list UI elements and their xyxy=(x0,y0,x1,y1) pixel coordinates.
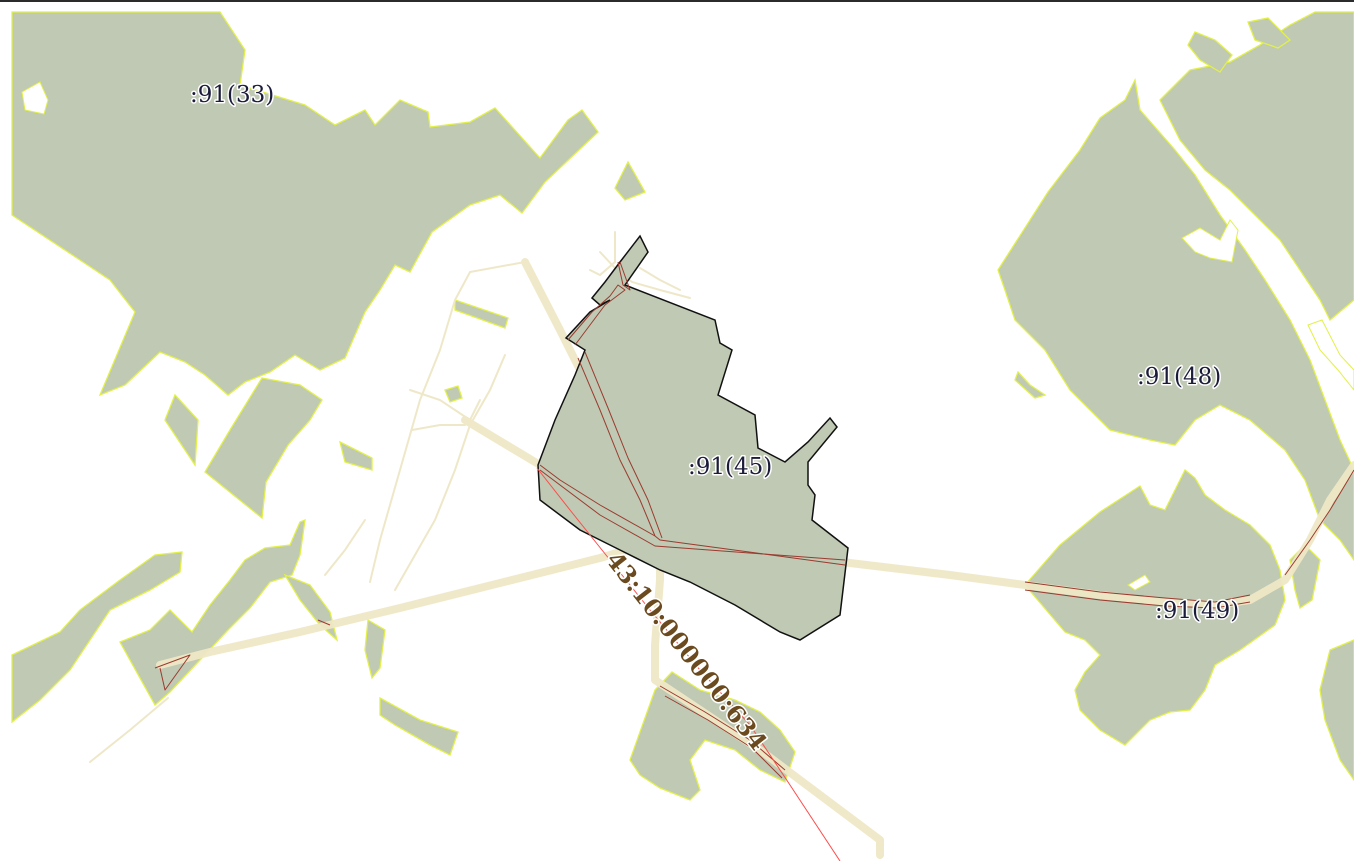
parcel-91-45[interactable] xyxy=(537,234,849,641)
parcel-strip-b[interactable] xyxy=(364,618,386,680)
label-parcel-91-48: :91(48) xyxy=(1137,364,1221,390)
parcel-hole-right-2 xyxy=(1307,319,1354,391)
cadastral-boundary-line xyxy=(536,467,841,861)
label-parcel-91-33: :91(33) xyxy=(190,82,274,108)
road-east-west xyxy=(156,461,1354,669)
selected-parcel-layer xyxy=(537,234,849,641)
parcel-bottom-left-2[interactable] xyxy=(119,518,306,707)
parcel-right-sliver[interactable] xyxy=(1014,370,1047,399)
label-parcel-91-45: :91(45) xyxy=(688,454,772,480)
parcel-91-48[interactable] xyxy=(997,77,1354,562)
parcel-left-sliver[interactable] xyxy=(164,393,199,467)
easement-east-a xyxy=(1024,581,1251,603)
parcel-91-33[interactable] xyxy=(11,11,599,397)
map-top-border xyxy=(0,0,1354,2)
land-parcels-layer xyxy=(11,11,1354,801)
parcel-right-bottom[interactable] xyxy=(1319,639,1354,782)
parcel-hole-right xyxy=(1181,219,1239,263)
minor-roads-layer xyxy=(89,231,691,763)
easement-west-strip xyxy=(317,619,331,626)
easement-west xyxy=(154,654,191,691)
parcel-hole xyxy=(21,81,49,115)
easement-diagonal xyxy=(539,464,846,566)
easement-diagonal-2 xyxy=(539,469,846,561)
parcel-small-a[interactable] xyxy=(454,299,509,329)
easement-north-b xyxy=(617,261,631,291)
parcel-small-c[interactable] xyxy=(339,440,373,471)
parcel-left-mid[interactable] xyxy=(204,377,323,520)
easement-north-d xyxy=(584,351,663,539)
easement-east-b xyxy=(1024,589,1251,609)
cadastral-lines-layer xyxy=(536,467,841,861)
easement-east-c xyxy=(1284,469,1354,576)
parcel-right-top-2[interactable] xyxy=(1187,31,1233,73)
label-parcel-91-49: :91(49) xyxy=(1155,598,1239,624)
parcel-right-top-3[interactable] xyxy=(1247,17,1292,49)
easement-north-c xyxy=(577,357,656,537)
easement-layer xyxy=(154,261,1354,779)
parcel-strip-c[interactable] xyxy=(379,696,459,756)
parcel-small-b[interactable] xyxy=(444,385,463,403)
parcel-bottom-left[interactable] xyxy=(11,551,183,724)
easement-bottom-2 xyxy=(664,695,783,779)
parcel-91-49[interactable] xyxy=(1024,468,1286,746)
parcel-hole-49 xyxy=(1127,574,1151,591)
easement-north-a xyxy=(567,284,626,346)
easement-bottom xyxy=(659,685,786,771)
parcel-bottom-center[interactable] xyxy=(629,671,796,801)
parcel-right-top[interactable] xyxy=(1159,11,1354,322)
parcel-small-triangle[interactable] xyxy=(614,160,646,201)
